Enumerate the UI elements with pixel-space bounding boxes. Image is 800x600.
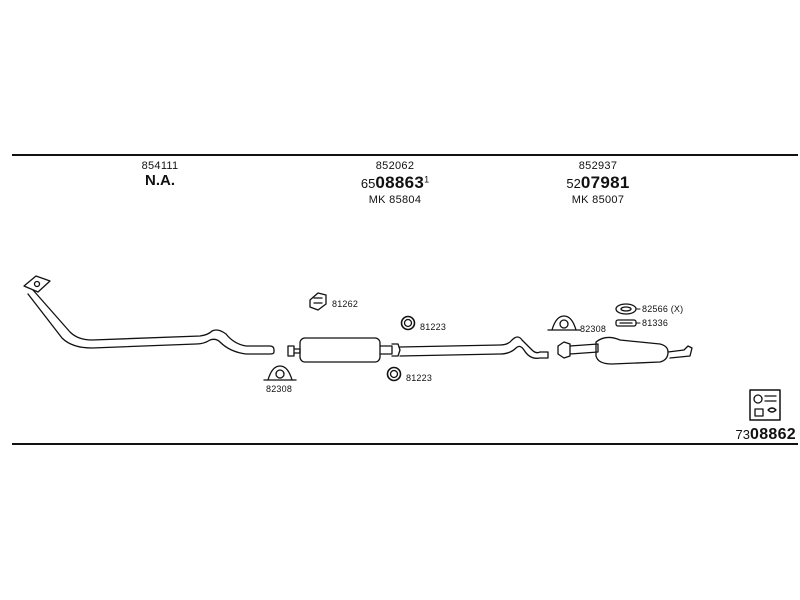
- ref-main: 07981: [580, 173, 630, 192]
- gasket-ring-icon: [386, 366, 402, 382]
- clamp-icon: [263, 365, 297, 381]
- footer-reference: 7308862: [736, 426, 796, 444]
- gasket-ring-icon: [400, 315, 416, 331]
- not-available-label: N.A.: [145, 172, 175, 189]
- bottom-rule: [12, 443, 798, 445]
- rear-silencer: [557, 336, 693, 365]
- part-number: 854111: [141, 160, 179, 172]
- clamp-icon: [547, 315, 581, 331]
- ref-prefix: 73: [735, 427, 750, 442]
- top-rule: [12, 154, 798, 156]
- mounting-kit-icon: [749, 389, 781, 421]
- middle-silencer: [287, 336, 549, 363]
- bracket-icon: [615, 319, 637, 327]
- callout-bracket: 81336: [642, 318, 669, 328]
- header-front-pipe: 854111 N.A.: [70, 160, 250, 189]
- mounting-kit: MK 85804: [368, 194, 422, 206]
- reference-number: 65088631: [305, 173, 485, 193]
- rubber-mount-icon: [309, 292, 327, 311]
- rubber-hanger-icon: [615, 303, 637, 315]
- ref-prefix: 65: [360, 176, 376, 191]
- callout-rubber-hanger: 82566 (X): [642, 304, 684, 314]
- part-number: 852062: [375, 160, 415, 172]
- callout-clamp-right: 82308: [580, 324, 607, 334]
- callout-gasket-top: 81223: [420, 322, 447, 332]
- callout-clamp-left: 82308: [266, 384, 293, 394]
- mounting-kit: MK 85007: [571, 194, 625, 206]
- header-middle-silencer: 852062 65088631 MK 85804: [305, 160, 485, 206]
- ref-suffix: 1: [424, 174, 430, 185]
- part-number: 852937: [578, 160, 618, 172]
- ref-prefix: 52: [566, 176, 581, 191]
- ref-main: 08862: [750, 426, 796, 443]
- header-rear-silencer: 852937 5207981 MK 85007: [508, 160, 688, 206]
- callout-rubber-mount: 81262: [332, 299, 359, 309]
- callout-gasket-bottom: 81223: [406, 373, 433, 383]
- front-pipe: [23, 275, 275, 355]
- ref-main: 08863: [375, 173, 425, 192]
- reference-number: 5207981: [508, 173, 688, 193]
